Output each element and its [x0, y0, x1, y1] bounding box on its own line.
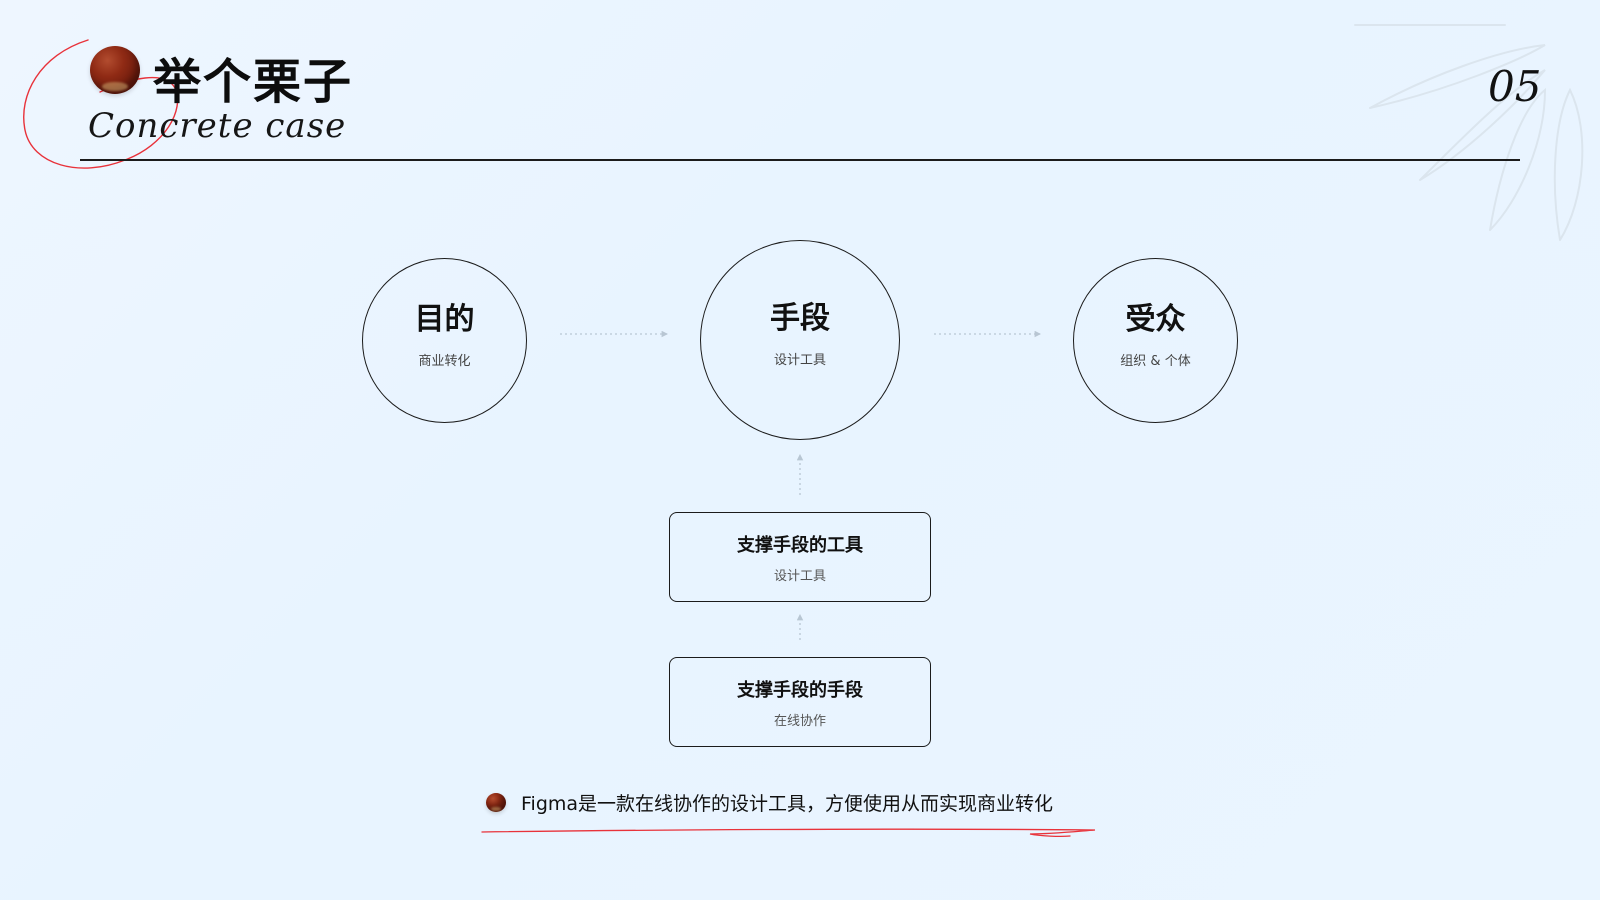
node-support-tool: 支撑手段的工具 设计工具	[669, 512, 931, 602]
node-support-means-subtitle: 在线协作	[773, 713, 826, 729]
page-number: 05	[1488, 62, 1542, 111]
footer-summary: Figma是一款在线协作的设计工具，方便使用从而实现商业转化	[521, 793, 1054, 815]
node-audience-subtitle: 组织 & 个体	[1120, 353, 1191, 369]
node-means-subtitle: 设计工具	[773, 353, 826, 368]
node-support-means-title: 支撑手段的手段	[737, 679, 863, 701]
node-audience: 受众 组织 & 个体	[1073, 258, 1238, 423]
node-means-title: 手段	[770, 301, 830, 336]
node-purpose: 目的 商业转化	[362, 258, 527, 423]
node-audience-title: 受众	[1125, 301, 1186, 337]
footer-chestnut-icon	[486, 793, 506, 812]
node-means: 手段 设计工具	[700, 240, 900, 440]
node-purpose-subtitle: 商业转化	[418, 353, 471, 369]
chestnut-icon	[90, 46, 140, 94]
node-support-tool-subtitle: 设计工具	[773, 568, 826, 584]
page-title: 举个栗子	[153, 54, 354, 110]
footer-underline	[481, 828, 1096, 838]
node-support-means: 支撑手段的手段 在线协作	[669, 657, 931, 747]
page-subtitle: Concrete case	[88, 106, 347, 146]
node-support-tool-title: 支撑手段的工具	[737, 534, 863, 556]
node-purpose-title: 目的	[414, 301, 475, 337]
header-divider	[80, 159, 1520, 161]
